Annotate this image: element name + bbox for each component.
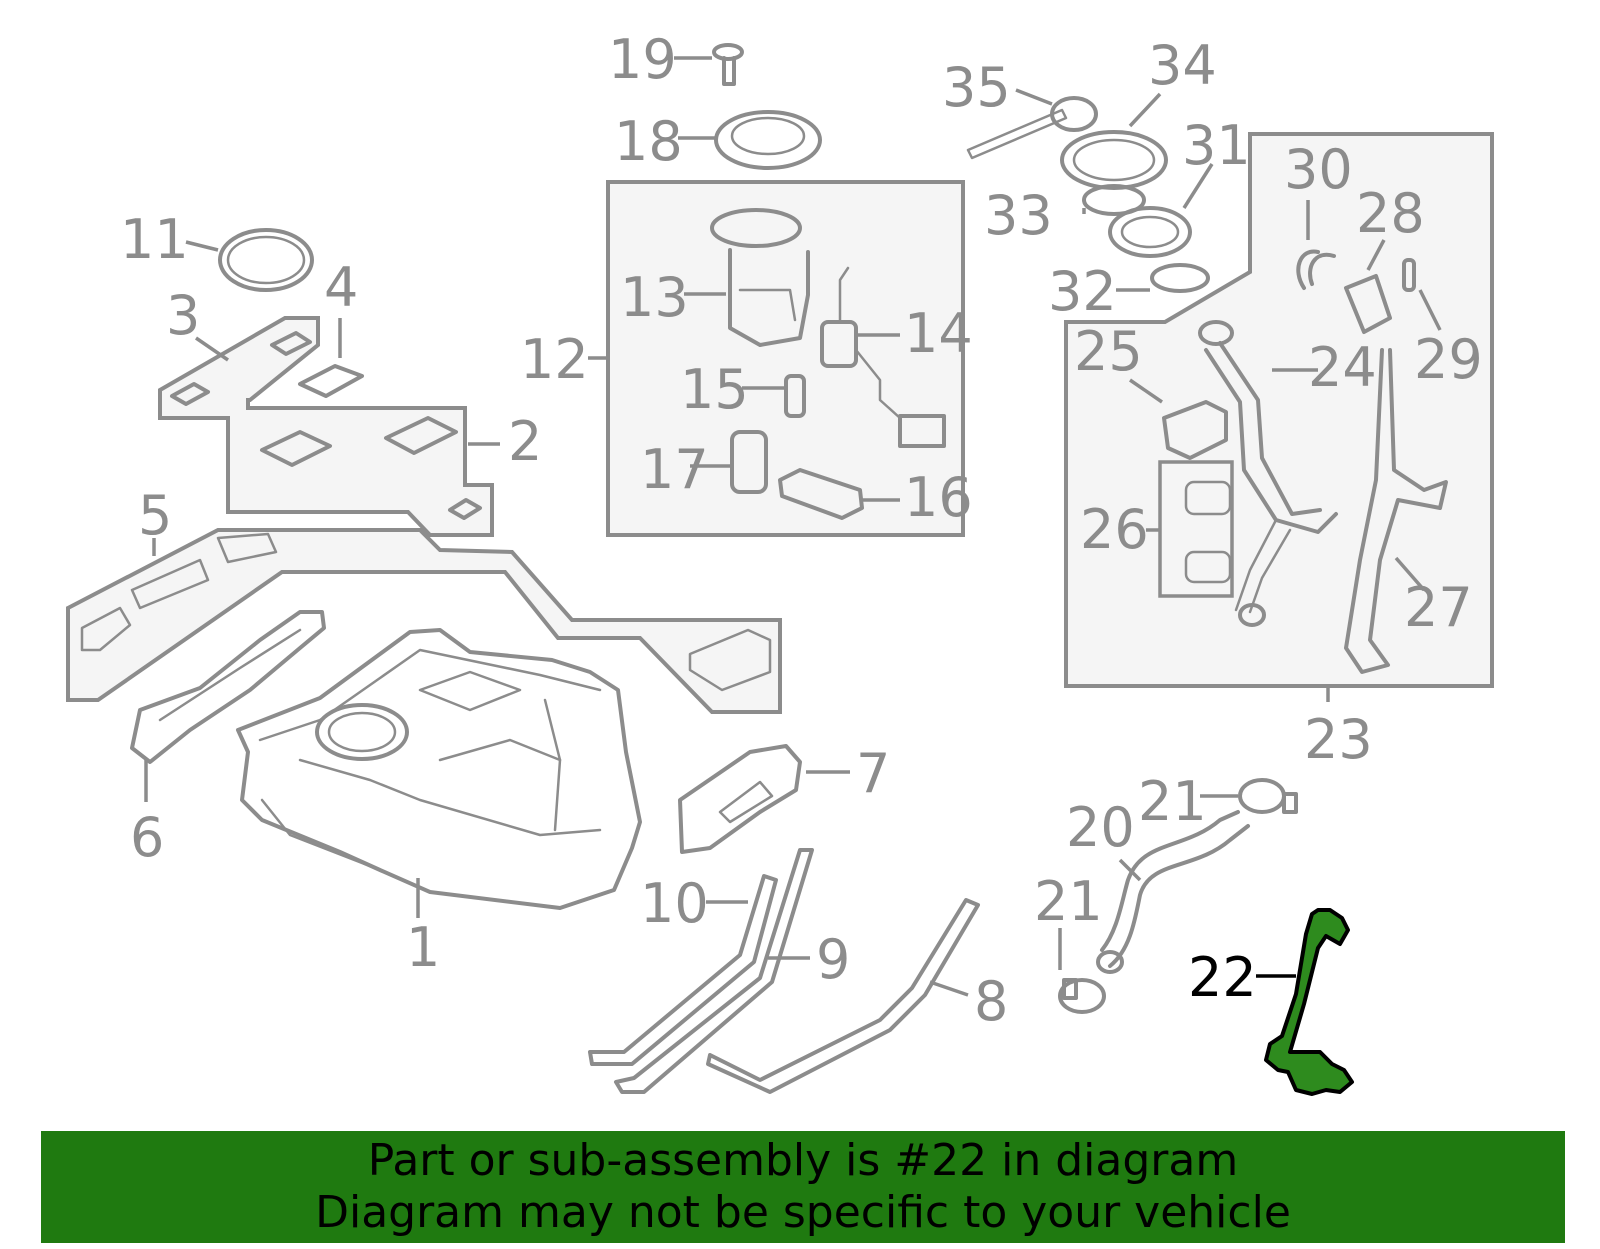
seal-33	[1082, 184, 1146, 216]
callout-7: 7	[856, 742, 890, 805]
callout-2: 2	[508, 410, 542, 473]
pad-2a	[260, 430, 332, 467]
callout-33: 33	[984, 184, 1053, 247]
banner-line-1: Part or sub-assembly is #22 in diagram	[367, 1135, 1239, 1186]
clips-26	[1184, 480, 1232, 584]
callout-26: 26	[1080, 498, 1149, 561]
filler-cap-35	[966, 96, 1098, 160]
fuel-pipe-22-highlighted	[1264, 908, 1354, 1096]
retainer-ring-11	[218, 228, 314, 292]
sensor-15	[784, 374, 806, 418]
strap-9	[614, 848, 814, 1094]
callout-10: 10	[640, 872, 709, 935]
filler-neck-24	[1198, 320, 1338, 627]
callout-19: 19	[608, 28, 677, 91]
gasket-34	[1060, 130, 1168, 190]
callout-14: 14	[904, 302, 973, 365]
callout-32: 32	[1048, 260, 1117, 323]
fuel-pump-module-13	[710, 208, 810, 347]
callout-23: 23	[1304, 708, 1373, 771]
callout-31: 31	[1182, 114, 1251, 177]
callout-24: 24	[1308, 336, 1377, 399]
pressure-regulator-17	[730, 430, 768, 494]
grommet-31	[1108, 206, 1192, 258]
heat-shield-6	[130, 610, 326, 764]
heat-shield-5	[80, 532, 772, 692]
callout-4: 4	[324, 256, 358, 319]
callout-13: 13	[620, 266, 689, 329]
info-banner: Part or sub-assembly is #22 in diagram D…	[41, 1131, 1565, 1243]
pad-3b	[270, 331, 312, 356]
callout-12: 12	[520, 328, 589, 391]
pad-2b	[384, 416, 458, 455]
callout-9: 9	[816, 928, 850, 991]
callout-28: 28	[1356, 182, 1425, 245]
pad-3c	[448, 498, 482, 520]
vent-tube-27	[1344, 348, 1448, 674]
bracket-7	[678, 744, 802, 854]
banner-line-2: Diagram may not be specific to your vehi…	[315, 1187, 1291, 1238]
callout-29: 29	[1414, 328, 1483, 391]
filter-16	[778, 468, 864, 520]
o-ring-32	[1150, 263, 1210, 293]
callout-21-top: 21	[1138, 770, 1207, 833]
fuel-tank	[236, 628, 642, 910]
filter-28	[1344, 274, 1392, 334]
callout-6: 6	[130, 806, 164, 869]
callout-1: 1	[406, 916, 440, 979]
screw-19	[712, 43, 744, 86]
parts-set-frame	[66, 528, 782, 714]
callout-35: 35	[942, 56, 1011, 119]
check-valve-29	[1402, 258, 1416, 292]
breather-valve-25	[1162, 400, 1228, 460]
callout-8: 8	[974, 970, 1008, 1033]
callout-20: 20	[1066, 796, 1135, 859]
callout-25: 25	[1074, 320, 1143, 383]
callout-34: 34	[1148, 34, 1217, 97]
clamp-21-top	[1238, 778, 1298, 814]
strap-8	[706, 898, 980, 1094]
callout-5: 5	[138, 484, 172, 547]
callout-labels: 1 2 3 4 5 6 7 8 9 10 11 12 13 14 15 16 1…	[120, 28, 1483, 1033]
callout-15: 15	[680, 358, 749, 421]
callout-30: 30	[1284, 138, 1353, 201]
callout-17: 17	[640, 438, 709, 501]
leader-lines	[144, 56, 1442, 997]
callout-11: 11	[120, 208, 189, 271]
callout-22: 22	[1188, 946, 1257, 1009]
pad-3a	[170, 382, 210, 406]
pad-4	[298, 364, 364, 398]
strap-10	[588, 874, 778, 1066]
clamp-21-bottom	[1058, 978, 1106, 1014]
callout-21-bottom: 21	[1034, 870, 1103, 933]
callout-3: 3	[166, 284, 200, 347]
callout-18: 18	[614, 110, 683, 173]
lock-ring-18	[714, 110, 822, 170]
fuel-level-sender-14	[820, 266, 946, 448]
heat-shield-group-frame	[158, 316, 494, 537]
callout-16: 16	[904, 466, 973, 529]
hose-30	[1296, 249, 1336, 290]
callout-27: 27	[1404, 576, 1473, 639]
